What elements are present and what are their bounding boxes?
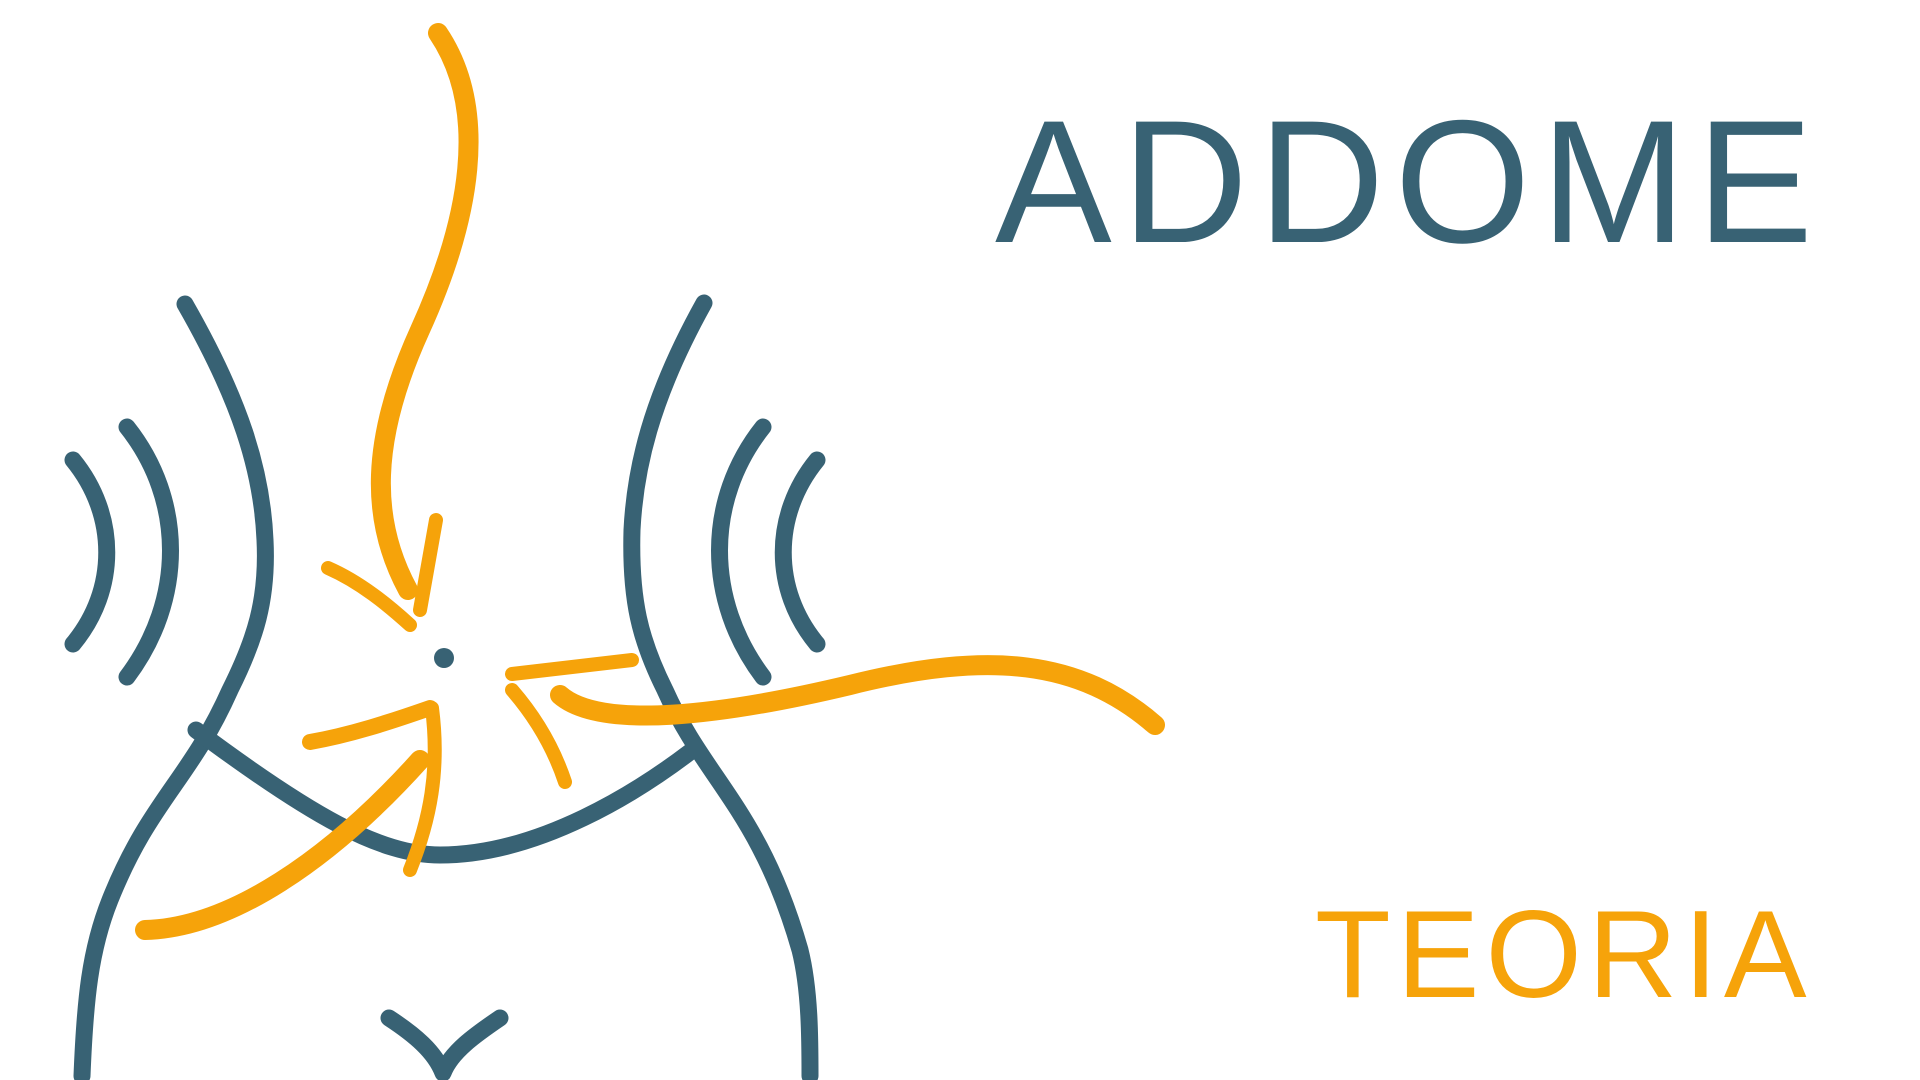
right-wave-mark-inner xyxy=(711,418,772,686)
arrow-from-right-head-top xyxy=(505,653,639,681)
left-wave-mark-outer xyxy=(64,451,116,653)
arrow-from-top-head-right xyxy=(413,513,443,617)
waist-curve xyxy=(187,721,699,864)
torso-left-outline xyxy=(73,295,274,1080)
arrow-from-left-small xyxy=(302,700,438,750)
arrow-from-top-head-left xyxy=(321,561,417,632)
arrow-from-right xyxy=(550,655,1165,735)
torso-right-outline xyxy=(623,294,819,1080)
arrow-from-bottom-left xyxy=(135,750,430,940)
arrow-from-right-head-bottom xyxy=(505,683,572,789)
page-subtitle: TEORIA xyxy=(1315,886,1813,1024)
pelvic-v-mark xyxy=(380,1009,509,1080)
arrow-from-top xyxy=(370,23,479,600)
page-title: ADDOME xyxy=(995,85,1824,280)
navel-dot xyxy=(434,648,454,668)
left-wave-mark-inner xyxy=(118,418,179,686)
right-wave-mark-outer xyxy=(774,451,826,653)
arrow-from-bottom-left-head xyxy=(403,701,442,877)
